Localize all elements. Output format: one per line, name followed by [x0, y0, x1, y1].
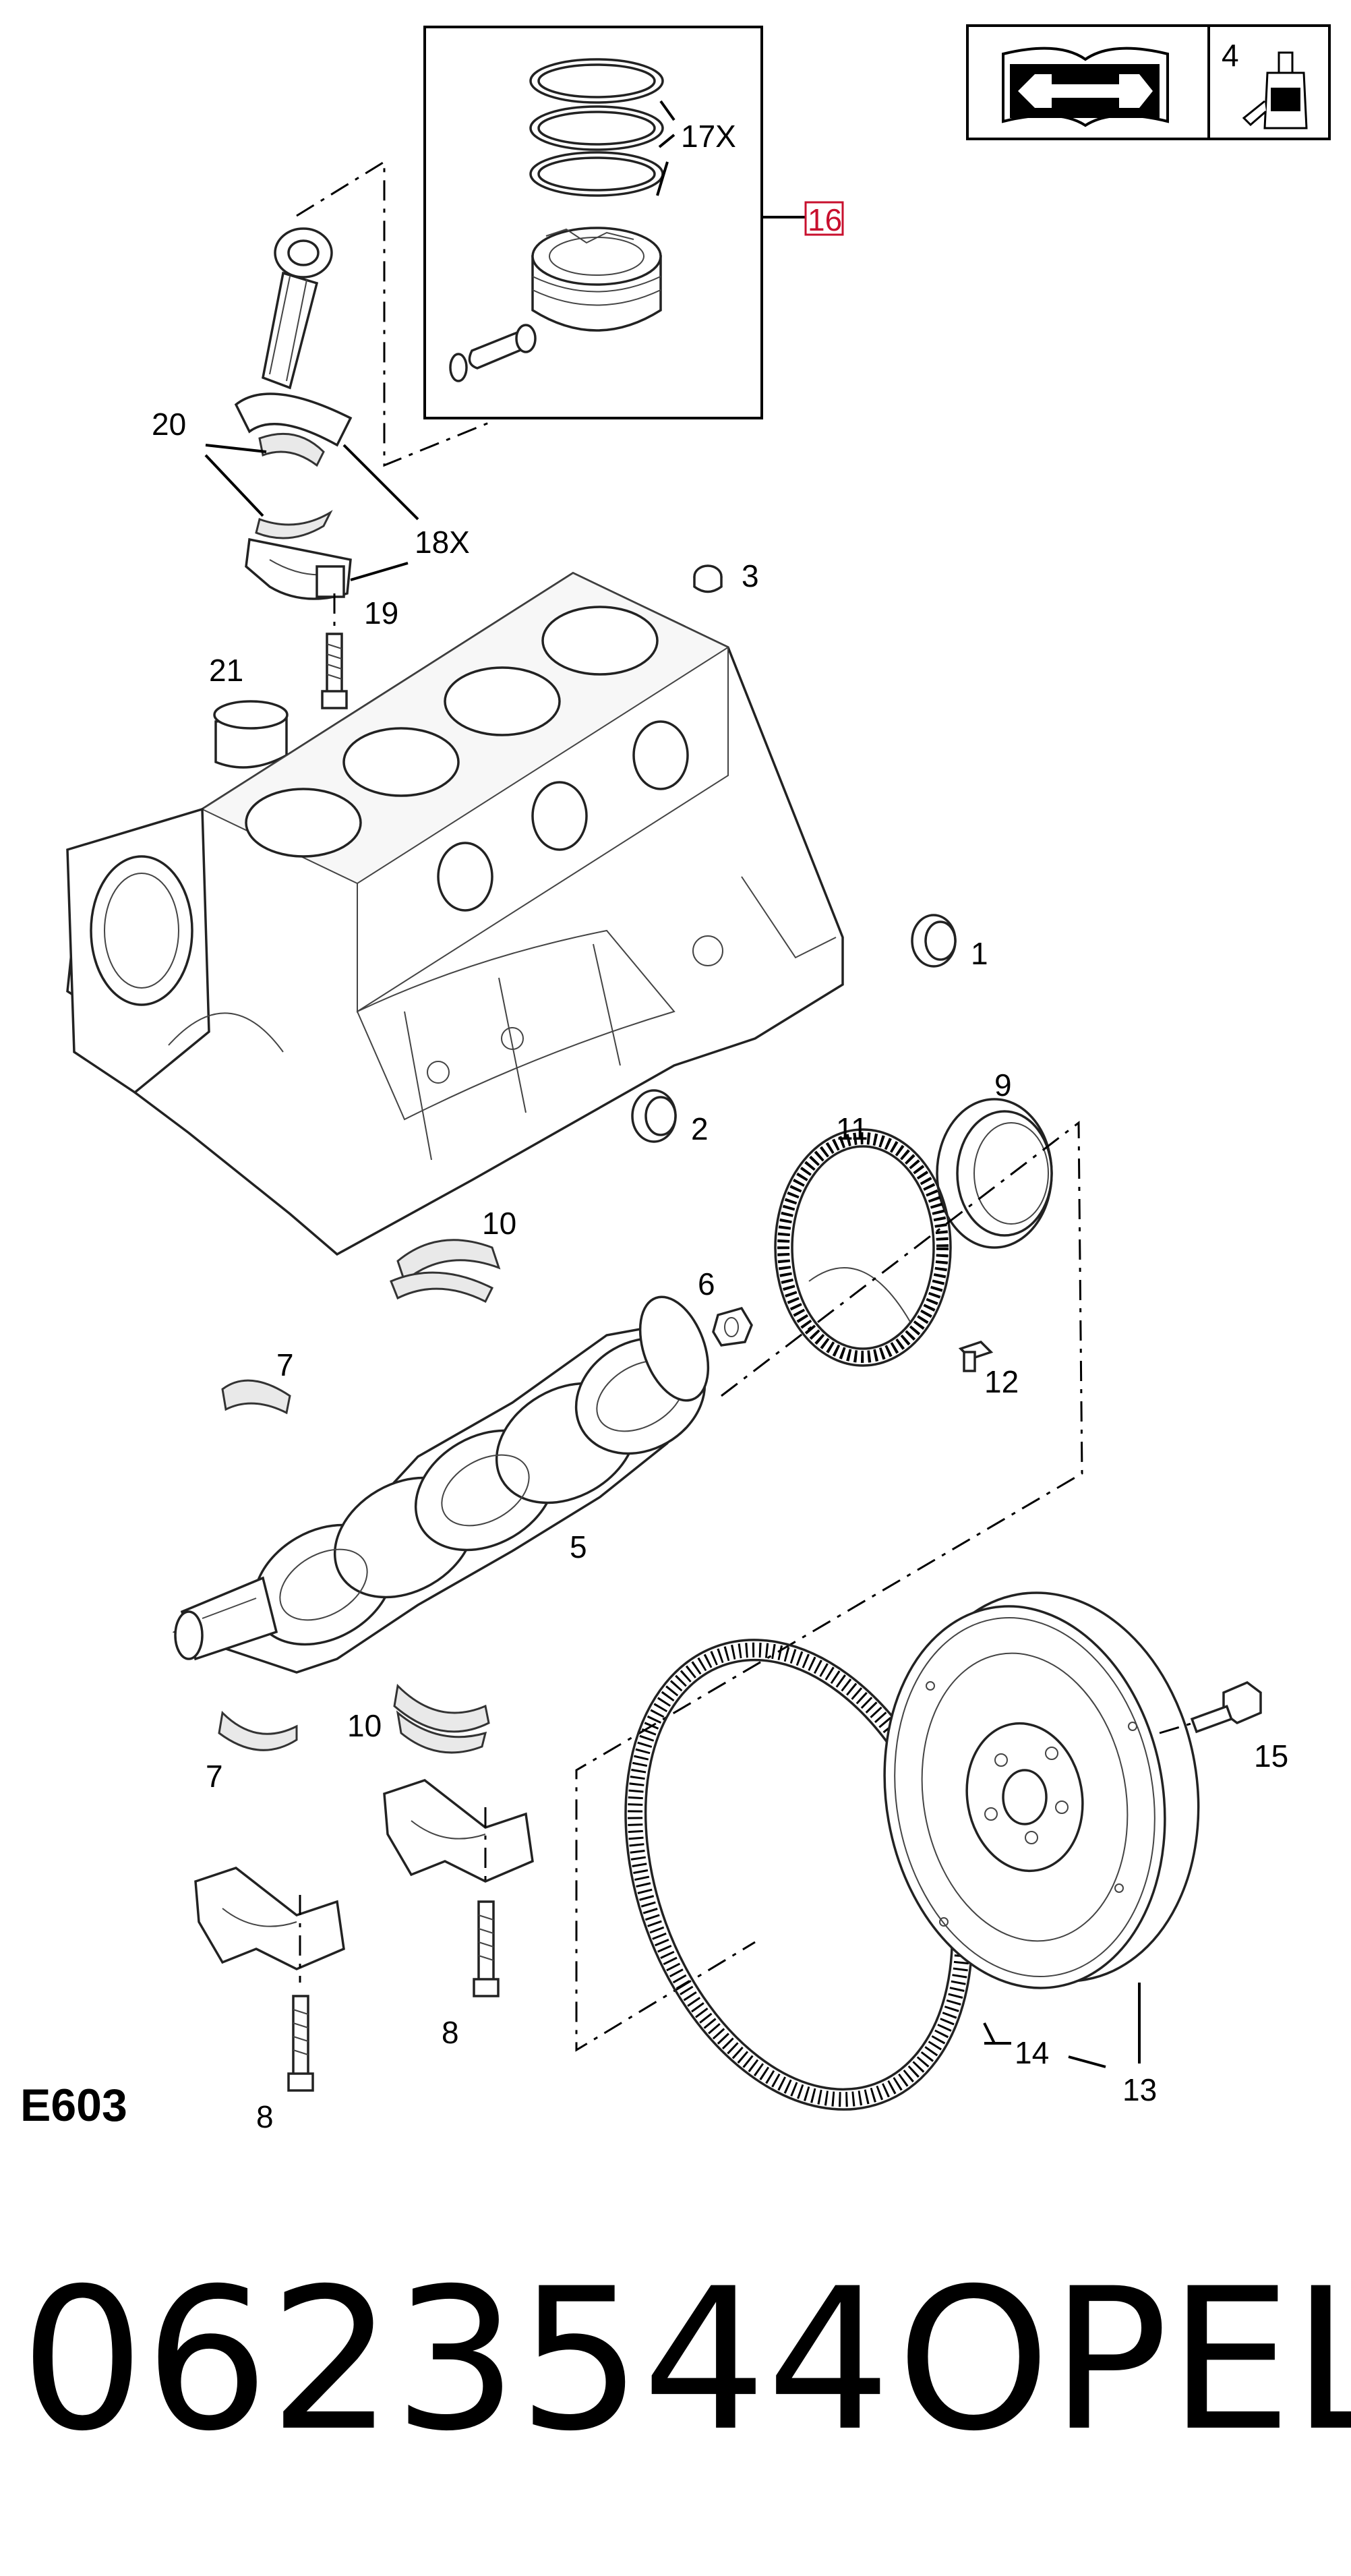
camshaft-seal-1: [911, 914, 957, 968]
part-number: 0623544: [20, 2247, 891, 2474]
brand-name: OPEL: [897, 2247, 1351, 2474]
callout-6: 6: [698, 1266, 715, 1301]
piston-ring: [529, 58, 664, 104]
callout-12: 12: [984, 1364, 1019, 1399]
crankshaft: [172, 1295, 710, 1674]
connecting-rod: [234, 227, 353, 447]
flywheel: [883, 1591, 1200, 1989]
sealant-bottle-icon: [1242, 51, 1308, 129]
callout-20: 20: [152, 407, 186, 442]
callout-16-box: [804, 201, 844, 236]
callout-8a: 8: [442, 2015, 459, 2050]
main-bearing-shell-lower: [396, 1710, 487, 1754]
callout-5: 5: [570, 1529, 587, 1564]
callout-17x: 17X: [681, 119, 736, 154]
callout-7b: 7: [206, 1759, 223, 1794]
callout-19: 19: [364, 595, 398, 631]
info-box-number: 4: [1222, 38, 1239, 73]
reluctor-bolt: [958, 1340, 994, 1372]
conrod-bolt: [321, 593, 348, 709]
thrust-washer-lower: [218, 1710, 298, 1751]
piston-ring: [529, 105, 664, 151]
callout-8b: 8: [256, 2099, 274, 2134]
piston: [531, 227, 662, 332]
callout-21: 21: [209, 653, 243, 688]
callout-11: 11: [836, 1111, 868, 1146]
core-plug: [693, 564, 723, 593]
engine-block: [66, 572, 844, 1256]
callout-9: 9: [994, 1067, 1012, 1103]
callout-18x: 18X: [415, 525, 470, 560]
main-bearing-cap: [383, 1779, 534, 1997]
callout-3: 3: [742, 558, 759, 593]
callout-14: 14: [1015, 2035, 1049, 2070]
section-code: E603: [20, 2080, 127, 2131]
callout-2: 2: [691, 1111, 709, 1146]
main-bearing-shell-upper: [390, 1271, 494, 1304]
thrust-washer-upper: [221, 1379, 291, 1415]
callout-1: 1: [971, 936, 988, 971]
manual-wrench-icon: [1002, 47, 1169, 127]
info-box: 4: [966, 24, 1331, 140]
main-bearing-shell-upper: [396, 1239, 501, 1283]
conrod-bearing-shell: [258, 432, 325, 467]
main-bearing-shell-lower: [393, 1683, 490, 1733]
callout-10b: 10: [347, 1708, 382, 1743]
flywheel-bolt: [1159, 1680, 1262, 1734]
piston-kit-box: [423, 26, 806, 419]
camshaft-seal-2: [631, 1089, 677, 1143]
cylinder-sleeve: [213, 700, 289, 769]
callout-15: 15: [1254, 1738, 1288, 1774]
conrod-bearing-shell: [255, 510, 333, 539]
callout-7a: 7: [276, 1347, 294, 1382]
conrod-cap: [245, 537, 352, 600]
crank-gear: [712, 1306, 753, 1347]
reluctor-ring: [774, 1128, 952, 1367]
callout-16: 16: [808, 202, 842, 237]
callout-13: 13: [1122, 2072, 1157, 2107]
piston-pin: [449, 324, 537, 382]
main-bearing-cap: [194, 1867, 345, 2092]
callout-10a: 10: [482, 1206, 516, 1241]
rear-main-seal: [936, 1098, 1053, 1249]
